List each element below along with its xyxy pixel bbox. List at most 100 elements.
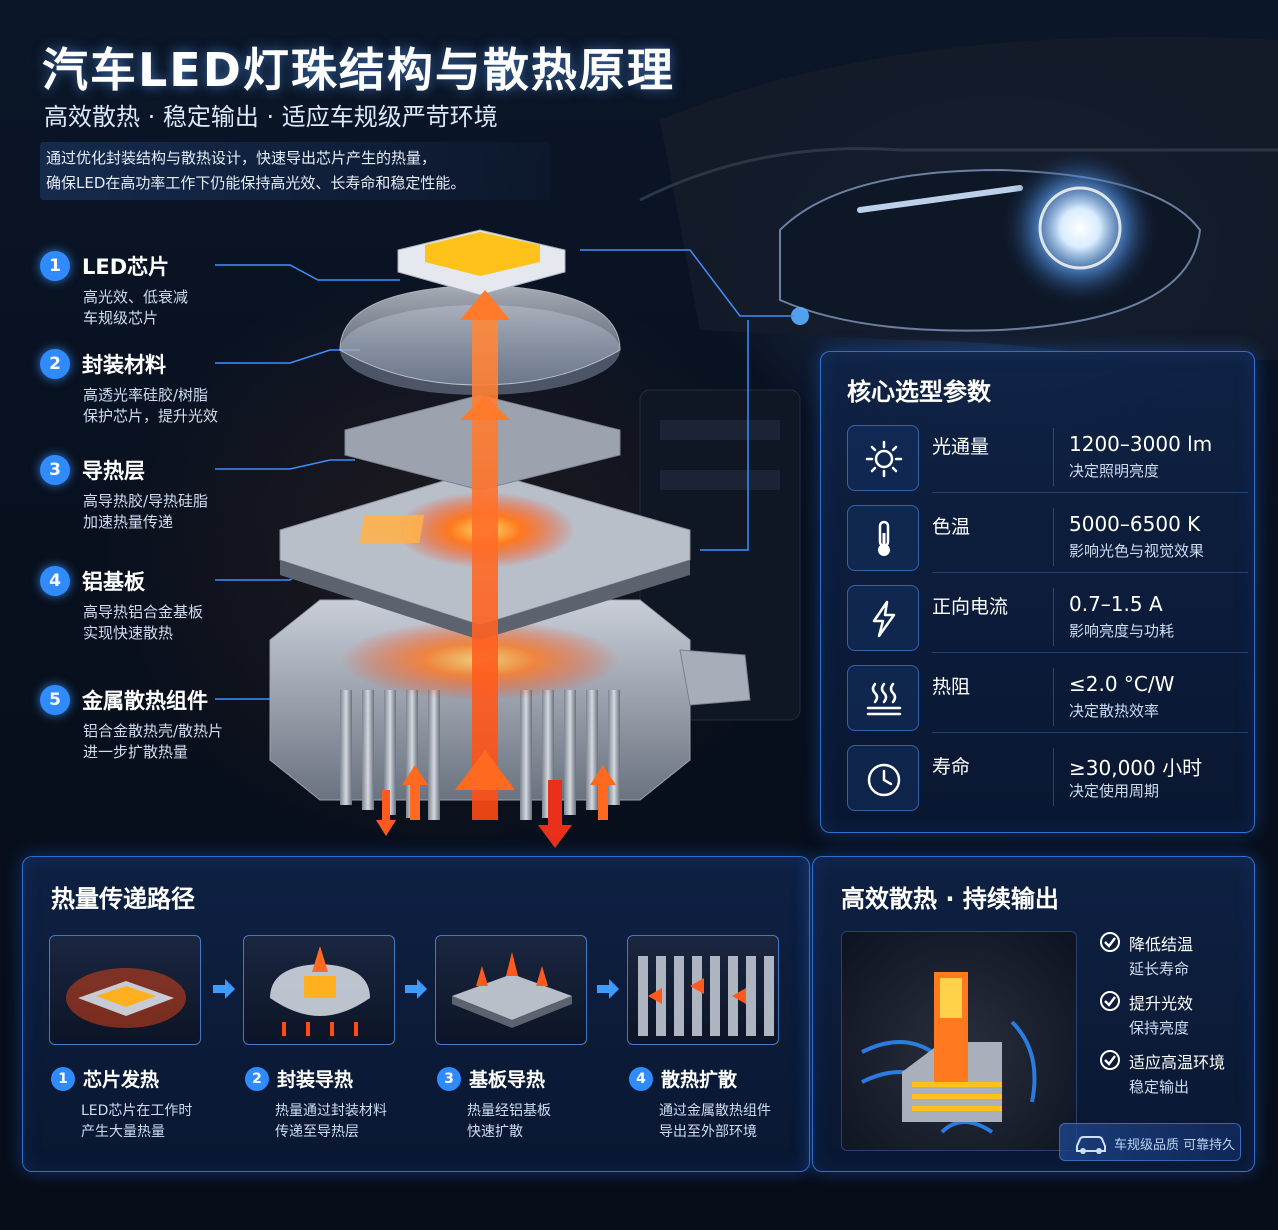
step-desc: 传递至导热层 [275,1124,359,1140]
row-divider [932,572,1248,573]
params-title: 核心选型参数 [847,378,991,406]
arrow-right-icon [403,977,429,1005]
step-desc: 快速扩散 [467,1124,523,1140]
lightning-icon [847,585,919,651]
param-desc: 决定使用周期 [1069,782,1160,800]
step-title: 封装导热 [277,1069,354,1091]
param-row-thermal-resistance: 热阻 ≤2.0 °C/W 决定散热效率 [847,662,1248,733]
benefit-item: 降低结温 延长寿命 [1097,931,1247,979]
component-led-chip: 1 LED芯片 高光效、低衰减车规级芯片 [40,251,260,329]
param-row-color-temp: 色温 5000–6500 K 影响光色与视觉效果 [847,502,1248,573]
headlight-lens-ring [1038,186,1122,270]
step-number: 1 [51,1066,75,1091]
step-title: 芯片发热 [83,1069,160,1091]
heat-waves-icon [847,665,919,731]
param-divider [1053,748,1054,806]
component-desc: 高光效、低衰减 [83,288,189,306]
benefit-title: 提升光效 [1129,994,1194,1013]
benefit-item: 适应高温环境 稳定输出 [1097,1049,1247,1097]
engine-part-rib [660,420,780,440]
connector-line [215,459,355,470]
quality-badge: 车规级品质 可靠持久 [1059,1123,1241,1161]
benefit-item: 提升光效 保持亮度 [1097,990,1247,1038]
connector-line [580,249,795,317]
connector-line [700,320,749,551]
component-title: 金属散热组件 [82,689,208,713]
efficiency-title: 高效散热 · 持续输出 [841,885,1059,913]
step-title: 基板导热 [469,1069,546,1091]
step-image [435,935,587,1045]
component-number: 3 [40,455,70,485]
benefit-desc: 稳定输出 [1129,1078,1190,1096]
param-value: ≤2.0 °C/W [1069,672,1175,696]
component-number: 5 [40,685,70,715]
param-value: ≥30,000 小时 [1069,756,1203,780]
car-icon [1076,1136,1106,1154]
component-desc: 高导热胶/导热硅脂 [83,492,209,510]
drl-light-strip [857,185,1023,213]
component-title: 导热层 [82,459,145,483]
param-divider [1053,668,1054,726]
param-desc: 影响亮度与功耗 [1069,622,1175,640]
step-desc: 通过金属散热组件 [659,1103,771,1119]
benefit-desc: 保持亮度 [1129,1019,1190,1037]
component-desc: 加速热量传递 [83,513,174,531]
step-number: 2 [245,1066,269,1091]
component-aluminum-board: 4 铝基板 高导热铝合金基板实现快速散热 [40,566,260,644]
check-circle-icon [1100,991,1120,1011]
clock-icon [847,745,919,811]
param-name: 色温 [932,516,971,538]
param-value: 1200–3000 lm [1069,432,1213,456]
param-row-forward-current: 正向电流 0.7–1.5 A 影响亮度与功耗 [847,582,1248,653]
heat-path-title: 热量传递路径 [51,885,195,913]
component-desc: 高透光率硅胶/树脂 [83,386,209,404]
param-row-lifetime: 寿命 ≥30,000 小时 决定使用周期 [847,742,1222,812]
component-desc: 车规级芯片 [83,309,159,327]
arrow-right-icon [595,977,621,1005]
step-desc: 导出至外部环境 [659,1124,757,1140]
param-desc: 决定照明亮度 [1069,462,1160,480]
row-divider [932,492,1248,493]
component-thermal-layer: 3 导热层 高导热胶/导热硅脂加速热量传递 [40,455,260,533]
engine-part-rib [660,470,780,490]
component-desc: 实现快速散热 [83,624,174,642]
param-divider [1053,588,1054,646]
benefit-desc: 延长寿命 [1129,960,1190,978]
component-desc: 高导热铝合金基板 [83,603,204,621]
page-subtitle: 高效散热 · 稳定输出 · 适应车规级严苛环境 [44,103,498,131]
step-number: 4 [629,1066,653,1091]
step-desc: LED芯片在工作时 [81,1103,193,1119]
component-desc: 进一步扩散热量 [83,743,189,761]
component-title: LED芯片 [82,255,170,279]
param-desc: 决定散热效率 [1069,702,1160,720]
component-heat-sink: 5 金属散热组件 铝合金散热壳/散热片进一步扩散热量 [40,685,260,763]
benefit-title: 降低结温 [1129,935,1194,954]
param-name: 热阻 [932,676,971,698]
car-body-line [639,147,1278,202]
thermometer-icon [847,505,919,571]
step-image [49,935,201,1045]
connector-line [215,264,400,281]
intro-description: 通过优化封装结构与散热设计，快速导出芯片产生的热量， 确保LED在高功率工作下仍… [40,142,550,200]
component-number: 2 [40,349,70,379]
headlight-lens-glow [1002,150,1158,306]
component-desc: 保护芯片，提升光效 [83,407,219,425]
heat-flow-arrow [376,290,616,848]
component-encapsulation: 2 封装材料 高透光率硅胶/树脂保护芯片，提升光效 [40,349,260,427]
param-value: 0.7–1.5 A [1069,592,1163,616]
step-desc: 热量经铝基板 [467,1103,551,1119]
row-divider [932,732,1248,733]
efficiency-panel: 高效散热 · 持续输出 降低结温 延长寿命 提升光效 保持亮度 适应高温环境 稳… [812,856,1255,1172]
intro-line-2: 确保LED在高功率工作下仍能保持高光效、长寿命和稳定性能。 [46,174,466,192]
check-circle-icon [1100,932,1120,952]
param-name: 正向电流 [932,596,1009,618]
benefit-title: 适应高温环境 [1129,1053,1226,1072]
param-value: 5000–6500 K [1069,512,1201,536]
component-title: 铝基板 [82,570,145,594]
page-title: 汽车LED灯珠结构与散热原理 [42,43,675,97]
component-number: 4 [40,566,70,596]
